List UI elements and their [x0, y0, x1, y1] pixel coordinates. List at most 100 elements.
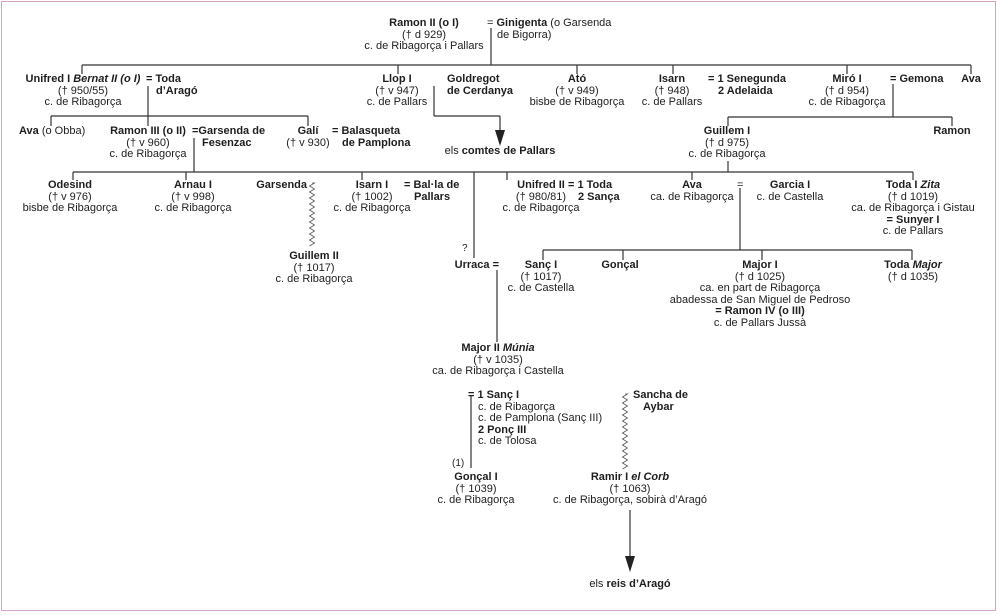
- person-line: Ramon III (o II): [109, 125, 186, 138]
- person-detail: († d 975): [704, 136, 750, 149]
- person-detail: c. de Ribagorça: [808, 96, 886, 109]
- person-name: (o Garsenda: [547, 17, 612, 29]
- person-line: († 1017): [508, 270, 575, 284]
- person-line: c. de Ribagorça: [275, 273, 353, 286]
- person-line: († 980/81): [502, 190, 579, 204]
- person-line: Unifred II: [502, 179, 579, 192]
- person-line: Miró I: [808, 73, 885, 86]
- person-detail: c. de Pallars: [366, 96, 428, 109]
- person-detail: († d 1035): [887, 270, 939, 283]
- person-line: († v 947): [367, 85, 428, 98]
- person-name: = Toda: [146, 73, 181, 85]
- person-line: Ramir I el Corb: [553, 471, 707, 484]
- person-line: ca. de Ribagorça i Castella: [432, 365, 563, 378]
- person-name: Odesind: [47, 179, 93, 191]
- person-detail: c. de Ribagorça: [502, 202, 580, 215]
- person-line: Ató: [530, 73, 625, 86]
- person-line: Isarn I: [333, 179, 410, 192]
- person-line: de Bigorra): [487, 29, 611, 42]
- person-detail: († 950/55): [57, 84, 109, 97]
- person-line: Urraca =: [454, 259, 499, 272]
- person-name: Goldregot: [447, 73, 500, 85]
- illegitimate-line-garsenda: [308, 182, 316, 247]
- person-line: = 1 Senegunda: [708, 73, 786, 86]
- person-name: el Corb: [631, 471, 670, 483]
- person-line: ca. de Ribagorça: [650, 190, 734, 204]
- person-detail: († 948): [654, 84, 690, 97]
- person-line: c. de Pallars: [641, 96, 703, 109]
- person-name: Garcia I: [769, 179, 811, 191]
- person-isarn1: Isarn I(† 1002)c. de Ribagorça: [333, 179, 410, 215]
- person-garsenda: Garsenda: [256, 179, 307, 192]
- person-detail: c. de Ribagorça: [275, 273, 353, 286]
- person-name: Múnia: [502, 342, 535, 354]
- person-line: († v 976): [23, 191, 118, 204]
- person-detail: 2 Adelaida: [718, 84, 773, 97]
- person-name: = 1 Sanç I: [468, 389, 520, 401]
- person-line: c. de Ribagorça: [468, 401, 602, 414]
- person-detail: bisbe de Ribagorça: [22, 202, 118, 215]
- person-line: 2 Sança: [568, 190, 620, 204]
- person-unifred1: Unifred I Bernat II (o I)(† 950/55)c. de…: [26, 73, 141, 109]
- person-name: Ramon: [933, 125, 971, 137]
- person-line: Aybar: [633, 401, 688, 414]
- person-line: († v 949): [530, 85, 625, 98]
- person-line: († v 998): [154, 191, 231, 204]
- person-line: = Bal·la de: [404, 179, 459, 192]
- person-detail: c. de Pallars: [641, 96, 703, 109]
- person-line: c. de Ribagorça: [333, 202, 410, 215]
- person-miro1: Miró I(† d 954)c. de Ribagorça: [808, 73, 886, 109]
- person-arnau1: Arnau I(† v 998)c. de Ribagorça: [154, 179, 231, 215]
- person-detail: 2 Sança: [578, 190, 620, 203]
- person-line: Gonçal: [601, 259, 638, 272]
- person-line: Gonçal I: [437, 471, 514, 484]
- person-ramir1: Ramir I el Corb(† 1063)c. de Ribagorça, …: [553, 471, 707, 507]
- person-ava-obba: Ava (o Obba): [19, 125, 86, 138]
- person-detail: († 980/81): [515, 190, 567, 203]
- person-line: c. de Ribagorça: [437, 494, 514, 507]
- person-line: bisbe de Ribagorça: [22, 202, 118, 215]
- person-name: els: [444, 145, 462, 157]
- person-detail: ca. de Ribagorça: [650, 190, 734, 203]
- person-name: Sanç I: [524, 259, 558, 271]
- person-name: Bernat II (o I): [73, 73, 141, 85]
- person-line: Guillem II: [275, 250, 352, 263]
- person-name: Guillem II: [289, 250, 339, 262]
- person-line: c. de Castella: [757, 191, 824, 204]
- person-name: (o Obba): [38, 125, 86, 137]
- person-name: = 1 Toda: [568, 179, 613, 191]
- person-ava-top: Ava: [961, 73, 981, 86]
- person-sanc1-castella: Sanç I(† 1017)c. de Castella: [508, 259, 575, 295]
- person-name: =Garsenda de: [192, 125, 266, 137]
- person-detail: c. de Pallars Jussà: [713, 316, 807, 329]
- person-detail: († 1017): [520, 270, 562, 283]
- person-line: els reis d’Aragó: [589, 578, 670, 591]
- person-detail: c. de Pamplona (Sanç III): [478, 412, 603, 425]
- person-line: († v 1035): [432, 354, 563, 367]
- person-name: = Balasqueta: [332, 125, 401, 137]
- person-line: Major II Múnia: [432, 342, 563, 355]
- person-name: = 1 Senegunda: [708, 73, 786, 85]
- person-detail: ca. de Ribagorça i Gistau: [851, 202, 975, 215]
- person-detail: († 1002): [351, 190, 393, 203]
- person-line: c. de Ribagorça: [808, 96, 886, 109]
- person-name: Toda I: [885, 179, 921, 191]
- person-detail: († d 929): [401, 28, 447, 41]
- person-detail: († v 960): [126, 136, 170, 149]
- person-name: Sancha de: [633, 389, 689, 401]
- person-name: Ava: [19, 125, 39, 137]
- person-name: Major II: [461, 342, 503, 354]
- person-urraca: Urraca =: [454, 259, 499, 272]
- person-line: († d 929): [364, 28, 483, 42]
- person-name: Urraca =: [454, 259, 499, 271]
- person-line: 2 Ponç III: [468, 424, 602, 437]
- person-line: Galí: [286, 125, 329, 138]
- person-line: 2 Adelaida: [708, 84, 786, 98]
- person-gali: Galí(† v 930): [286, 125, 329, 149]
